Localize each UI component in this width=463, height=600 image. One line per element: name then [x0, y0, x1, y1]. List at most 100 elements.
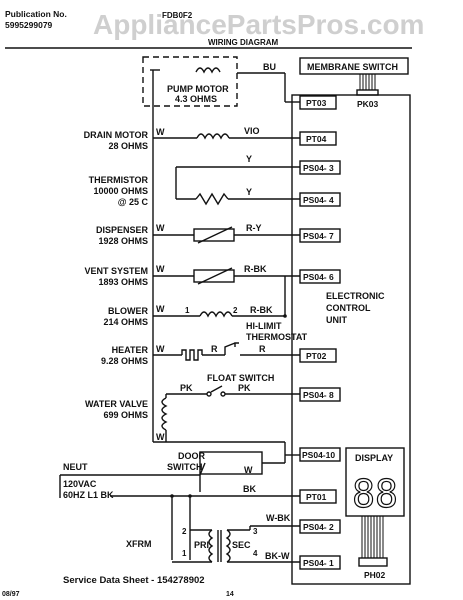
- pt02-label: PT02: [306, 351, 327, 361]
- float-switch-lever-icon: [210, 385, 223, 393]
- ps04-6-label: PS04- 6: [303, 272, 334, 282]
- wire-label-r-y: R-Y: [246, 223, 262, 233]
- blower-coil-icon: [199, 311, 233, 318]
- pt03-connector: [299, 95, 337, 110]
- pk03-label: PK03: [357, 99, 379, 109]
- publication-label: Publication No.: [5, 9, 67, 19]
- heater-w-label: W: [156, 344, 165, 354]
- ps04-2-label: PS04- 2: [303, 522, 334, 532]
- vent-system-ohms: 1893 OHMS: [98, 277, 148, 287]
- drain-w-label: W: [156, 127, 165, 137]
- float-wire-pk-right: PK: [238, 383, 251, 393]
- pt04-connector: [299, 131, 337, 146]
- l1-wire-bk: BK: [243, 484, 256, 494]
- control-unit-label-2: CONTROL: [326, 303, 371, 313]
- neut-label: NEUT: [63, 462, 88, 472]
- float-switch-contact-right: [220, 391, 226, 397]
- blower-ohms: 214 OHMS: [103, 317, 148, 327]
- electronic-control-unit-outline: [291, 94, 411, 585]
- model-fragment: FDB0F2: [162, 11, 193, 20]
- hi-limit-switch-icon: [224, 342, 239, 355]
- switch-label: SWITCH: [167, 462, 203, 472]
- blower-w-label: W: [156, 304, 165, 314]
- vent-system-label: VENT SYSTEM: [84, 266, 148, 276]
- ph02-label: PH02: [364, 570, 386, 580]
- xfrm-pri-label: PRI: [194, 540, 209, 550]
- wire-label-vio: VIO: [244, 126, 260, 136]
- display-ribbon: [361, 516, 384, 558]
- diagram-title: WIRING DIAGRAM: [208, 38, 279, 47]
- ps04-3-connector: [299, 160, 341, 175]
- heater-ohms: 9.28 OHMS: [101, 356, 148, 366]
- ps04-4-label: PS04- 4: [303, 195, 334, 205]
- water-valve-w-label: W: [156, 432, 165, 442]
- hi-limit-label: HI-LIMIT: [246, 321, 282, 331]
- pump-motor-label: PUMP MOTOR: [167, 84, 229, 94]
- supply-voltage: 120VAC: [63, 479, 97, 489]
- drain-motor-coil-icon: [196, 133, 230, 140]
- service-data-sheet: Service Data Sheet - 154278902: [63, 575, 205, 586]
- float-switch-label: FLOAT SWITCH: [207, 373, 274, 383]
- pk03-plug: [356, 89, 379, 96]
- supply-line: 60HZ L1 BK: [63, 490, 114, 500]
- pt01-label: PT01: [306, 492, 327, 502]
- ps04-2-connector: [299, 519, 341, 534]
- drain-motor-label: DRAIN MOTOR: [84, 130, 149, 140]
- thermistor-resistor-icon: [195, 192, 229, 206]
- xfrm-wire-w-bk: W-BK: [266, 513, 291, 523]
- membrane-switch-ribbon: [359, 74, 376, 90]
- ps04-4-connector: [299, 192, 341, 207]
- xfrm-wire-bk-w: BK-W: [265, 551, 290, 561]
- float-switch-contact-left: [206, 391, 212, 397]
- door-wire-w: W: [244, 465, 253, 475]
- door-label: DOOR: [178, 451, 206, 461]
- water-valve-ohms: 699 OHMS: [103, 410, 148, 420]
- pt04-label: PT04: [306, 134, 327, 144]
- wire-label-r-bk: R-BK: [244, 264, 267, 274]
- dispenser-ohms: 1928 OHMS: [98, 236, 148, 246]
- footer-page: 14: [226, 591, 234, 598]
- display-label: DISPLAY: [355, 453, 393, 463]
- ps04-7-label: PS04- 7: [303, 231, 334, 241]
- heater-wire-r-right: R: [259, 344, 266, 354]
- thermistor-wire-y-bottom: Y: [246, 187, 252, 197]
- thermistor-wire-y-top: Y: [246, 154, 252, 164]
- xfrm-primary-coil-icon: [208, 529, 214, 563]
- ps04-8-label: PS04- 8: [303, 390, 334, 400]
- drain-motor-ohms: 28 OHMS: [108, 141, 148, 151]
- ps04-8-connector: [299, 387, 341, 402]
- wire-label-bu: BU: [263, 62, 276, 72]
- blower-pin-1: 1: [185, 306, 190, 315]
- vent-w-label: W: [156, 264, 165, 274]
- thermistor-ohms: 10000 OHMS: [93, 186, 148, 196]
- heater-label: HEATER: [112, 345, 149, 355]
- pt03-label: PT03: [306, 98, 327, 108]
- door-switch-bracket: [199, 451, 263, 475]
- xfrm-pin-2: 2: [182, 527, 187, 536]
- membrane-switch-box: [299, 57, 409, 75]
- xfrm-secondary-coil-icon: [225, 529, 231, 563]
- display-box: [345, 447, 405, 517]
- dispenser-label: DISPENSER: [96, 225, 149, 235]
- blower-label: BLOWER: [108, 306, 148, 316]
- xfrm-sec-label: SEC: [232, 540, 251, 550]
- xfrm-pin-4: 4: [253, 549, 258, 558]
- display-seven-segment-digits: 88: [352, 472, 398, 516]
- footer-date: 08/97: [2, 591, 20, 598]
- ps04-1-label: PS04- 1: [303, 558, 334, 568]
- water-valve-coil-icon: [161, 397, 168, 431]
- water-valve-label: WATER VALVE: [85, 399, 148, 409]
- pump-motor-dashed-box: [142, 56, 238, 107]
- thermostat-label: THERMOSTAT: [246, 332, 308, 342]
- xfrm-pin-3: 3: [253, 527, 258, 536]
- xfrm-label: XFRM: [126, 539, 152, 549]
- watermark: AppliancePartsPros.com: [93, 9, 424, 40]
- ps04-7-connector: [299, 228, 341, 243]
- pump-motor-ohms: 4.3 OHMS: [175, 94, 217, 104]
- pump-motor-coil-icon: [195, 67, 221, 74]
- blower-pin-2: 2: [233, 306, 238, 315]
- xfrm-pin-1: 1: [182, 549, 187, 558]
- door-switch-blade-icon: [199, 462, 206, 476]
- dispenser-w-label: W: [156, 223, 165, 233]
